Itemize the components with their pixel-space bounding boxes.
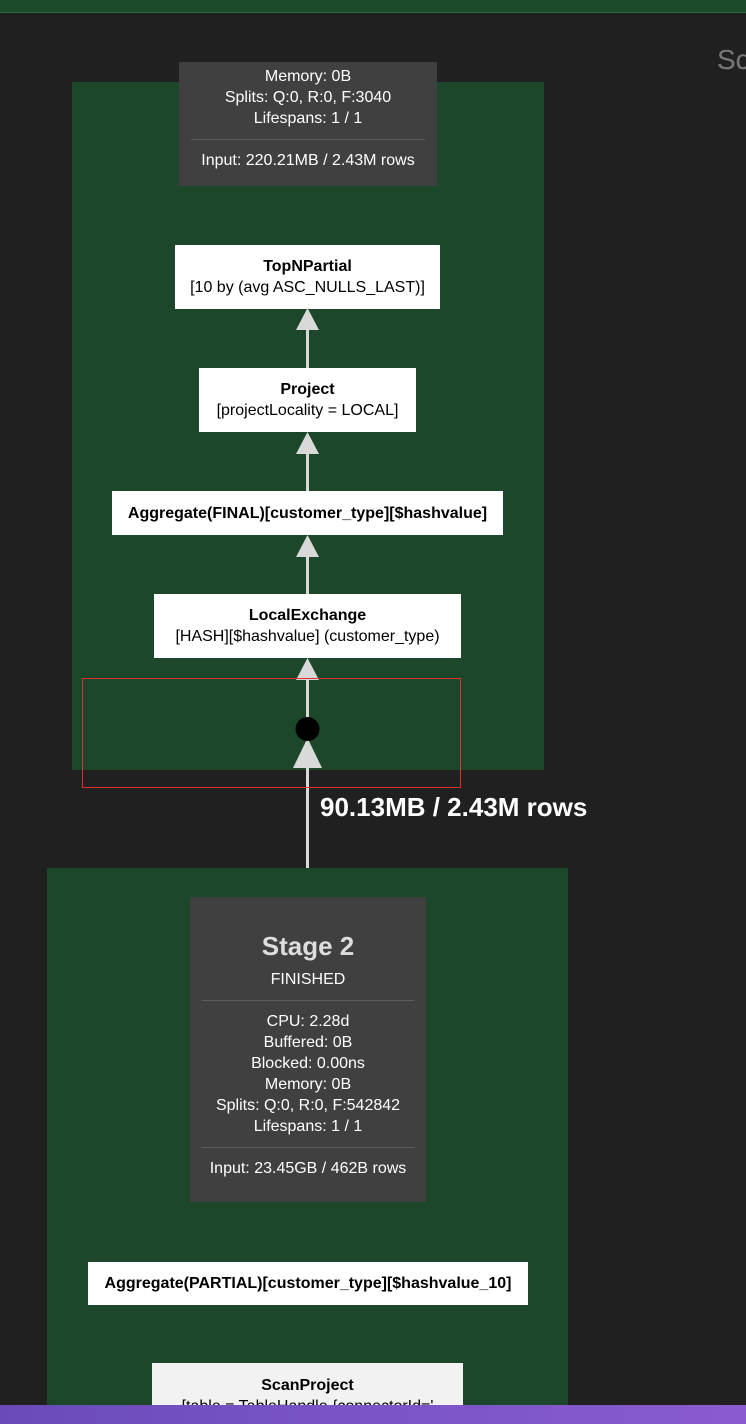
stage-2-input: Input: 23.45GB / 462B rows [209,1160,407,1177]
edge-data-size-label: 90.13MB / 2.43M rows [320,792,588,822]
stage-2-cpu: CPU: 2.28d [266,1013,350,1030]
stage-2-splits: Splits: Q:0, R:0, F:542842 [215,1097,401,1114]
stage-2-state: FINISHED [270,971,346,988]
node-aggregate-partial[interactable]: Aggregate(PARTIAL)[customer_type][$hashv… [88,1262,528,1305]
stage-2-lifespans: Lifespans: 1 / 1 [253,1118,363,1135]
arrowhead-icon [296,432,319,454]
node-project[interactable]: Project [projectLocality = LOCAL] [199,368,416,432]
remote-source-dot [295,717,320,741]
selection-highlight-box [82,678,461,788]
stage-3-memory-clipped: Memory: 0B [264,68,352,82]
arrowhead-icon [296,658,319,680]
node-scan-project-detail: [table = TableHandle {connectorId=' [152,1396,463,1405]
stage-2-buffered: Buffered: 0B [263,1034,353,1051]
arrowhead-icon [296,535,319,557]
stage-2-divider-top [202,1000,414,1001]
node-aggregate-partial-title: Aggregate(PARTIAL)[customer_type][$hashv… [104,1275,512,1292]
node-scan-project-title: ScanProject [261,1377,354,1394]
stage-2-title: Stage 2 [261,931,355,961]
node-topn-title: TopNPartial [263,258,352,275]
top-stage-edge [0,0,746,13]
node-project-detail: [projectLocality = LOCAL] [216,402,399,419]
stage-3-divider [191,139,425,140]
node-local-exchange[interactable]: LocalExchange [HASH][$hashvalue] (custom… [154,594,461,658]
stage-3-input: Input: 220.21MB / 2.43M rows [201,152,415,169]
stage-2-card[interactable]: Stage 2 FINISHED CPU: 2.28d Buffered: 0B… [190,897,426,1202]
node-local-exchange-detail: [HASH][$hashvalue] (customer_type) [175,628,440,645]
stage-2-memory: Memory: 0B [264,1076,352,1093]
node-local-exchange-title: LocalExchange [248,607,367,624]
stage-3-splits: Splits: Q:0, R:0, F:3040 [224,89,392,106]
stage-2-blocked: Blocked: 0.00ns [251,1055,365,1072]
arrowhead-icon [293,738,322,768]
arrowhead-icon [296,308,319,330]
bottom-taskbar [0,1405,746,1424]
node-aggregate-final-title: Aggregate(FINAL)[customer_type][$hashval… [127,505,488,522]
node-topn-partial[interactable]: TopNPartial [10 by (avg ASC_NULLS_LAST)] [175,245,440,309]
stage-3-lifespans: Lifespans: 1 / 1 [253,110,363,127]
node-topn-detail: [10 by (avg ASC_NULLS_LAST)] [190,279,425,296]
node-project-title: Project [280,381,335,398]
node-scan-project[interactable]: ScanProject [table = TableHandle {connec… [152,1363,463,1405]
stage-3-card-top: Memory: 0B [179,62,437,82]
canvas-gap [0,13,746,62]
node-aggregate-final[interactable]: Aggregate(FINAL)[customer_type][$hashval… [112,491,503,535]
side-panel-label-overlay: Sc [717,44,746,75]
stage-2-divider-bottom [202,1147,414,1148]
